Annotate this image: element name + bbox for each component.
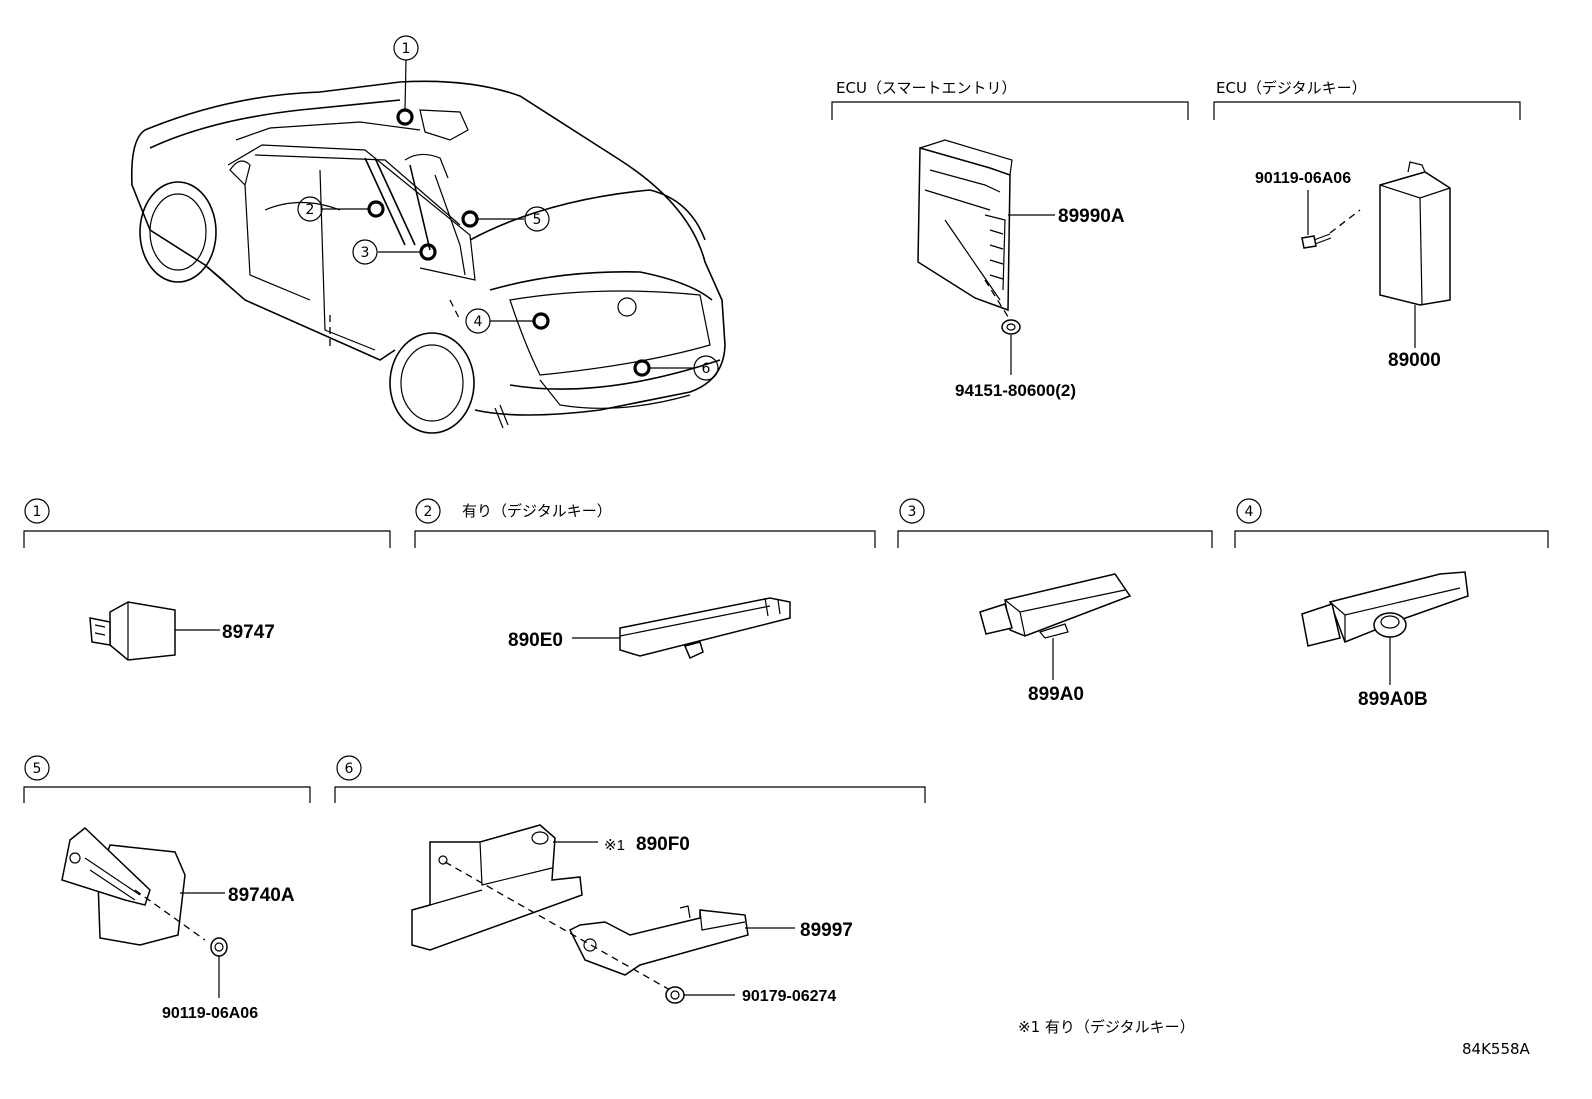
figure-code: 84K558A [1462,1040,1531,1058]
ecu-smart-entry-group: ECU（スマートエントリ） 89990A 94151-80600(2) [831,79,1189,400]
svg-text:6: 6 [345,761,354,777]
section-5-bolt-number: 90119-06A06 [162,1005,258,1022]
svg-text:3: 3 [908,504,917,520]
bolt-icon [1301,233,1332,249]
antenna-icon [1301,571,1469,647]
section-2-part-number: 890E0 [508,630,563,651]
svg-text:1: 1 [402,41,411,57]
svg-text:3: 3 [361,245,370,261]
callout-2: 2 [297,196,323,222]
svg-text:6: 6 [702,361,711,377]
antenna-icon [979,573,1132,639]
nut-icon [665,986,685,1004]
section-6-bracket-number: 890F0 [636,834,690,855]
callout-1: 1 [393,35,419,61]
section-4: 4 899A0B [1234,498,1549,710]
ecu-digital-key-bolt-number: 90119-06A06 [1255,170,1351,187]
svg-text:5: 5 [33,761,42,777]
callout-6: 6 [693,355,719,381]
antenna-icon [619,597,791,660]
svg-text:4: 4 [474,314,483,330]
section-1-part-number: 89747 [222,622,275,643]
svg-text:2: 2 [306,202,315,218]
section-4-part-number: 899A0B [1358,689,1428,710]
ecu-smart-entry-nut-number: 94151-80600(2) [955,381,1076,400]
antenna-icon [568,905,749,976]
section-6-nut-number: 90179-06274 [742,988,836,1005]
bolt-icon [210,937,228,957]
section-2-note: 有り（デジタルキー） [462,502,612,520]
relay-icon [89,601,176,661]
footnote: ※1 有り（デジタルキー） [1018,1018,1195,1036]
callout-3: 3 [352,239,378,265]
section-3-part-number: 899A0 [1028,684,1084,705]
ecu-smart-entry-icon [917,139,1013,312]
nut-icon [1001,319,1021,335]
ecu-smart-entry-part-number: 89990A [1058,206,1125,227]
svg-text:2: 2 [424,504,433,520]
section-2: 2 有り（デジタルキー） 890E0 [414,498,876,660]
section-5-part-number: 89740A [228,885,295,906]
section-1: 1 89747 [23,498,391,661]
vehicle-illustration [130,59,726,434]
section-6-bracket-mark: ※1 [604,837,625,854]
ecu-digital-key-part-number: 89000 [1388,350,1441,371]
section-5: 5 89740A 90119-06A06 [23,755,311,1022]
ecu-digital-key-icon [1379,161,1451,306]
section-6: 6 ※1 890F0 89997 90179-06274 [334,755,926,1005]
bracket-icon [61,827,186,946]
callout-5: 5 [524,206,550,232]
ecu-digital-key-title: ECU（デジタルキー） [1216,79,1367,97]
svg-text:4: 4 [1245,504,1254,520]
section-3: 3 899A0 [897,498,1213,705]
callout-4: 4 [465,308,491,334]
ecu-smart-entry-title: ECU（スマートエントリ） [836,79,1016,97]
bracket-icon [411,824,583,951]
section-6-antenna-number: 89997 [800,920,853,941]
svg-text:1: 1 [33,504,42,520]
svg-text:5: 5 [533,212,542,228]
ecu-digital-key-group: ECU（デジタルキー） 90119-06A06 89000 [1213,79,1521,371]
